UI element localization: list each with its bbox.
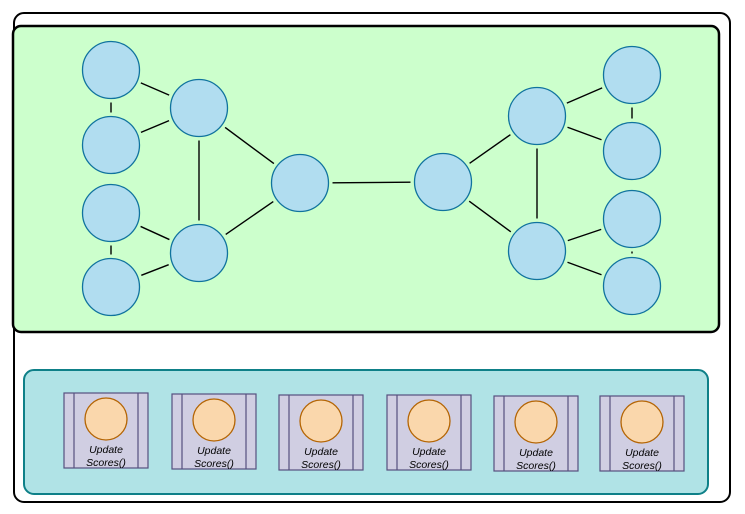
process-orb bbox=[192, 398, 236, 442]
graph-edge bbox=[566, 87, 603, 104]
graph-node bbox=[602, 189, 662, 249]
process-label-line1: Update bbox=[519, 447, 553, 459]
task-blocks: UpdateScores()UpdateScores()UpdateScores… bbox=[63, 392, 685, 472]
process-label-line1: Update bbox=[412, 446, 446, 458]
graph-edge bbox=[567, 126, 602, 141]
graph-edge bbox=[141, 264, 169, 276]
graph-edge bbox=[225, 200, 274, 236]
graph-node bbox=[81, 40, 141, 100]
process-label-line1: Update bbox=[197, 445, 231, 457]
process-label-line2: Scores() bbox=[516, 460, 556, 472]
process-orb bbox=[407, 399, 451, 443]
process-orb bbox=[514, 400, 558, 444]
process-label-line1: Update bbox=[625, 447, 659, 459]
graph-node bbox=[602, 45, 662, 105]
graph-node bbox=[602, 256, 662, 316]
graph-edge bbox=[468, 200, 512, 233]
graph-edge bbox=[140, 82, 170, 96]
graph-edge bbox=[332, 181, 411, 184]
process-orb bbox=[620, 400, 664, 444]
graph-edge bbox=[140, 119, 170, 134]
graph-edge bbox=[224, 126, 275, 165]
graph-nodes bbox=[81, 40, 662, 317]
graph-node bbox=[413, 152, 473, 212]
graph-edge bbox=[567, 228, 602, 242]
graph-node bbox=[81, 183, 141, 243]
graph-node bbox=[169, 78, 229, 138]
graph-edge bbox=[567, 261, 602, 276]
process-label-line1: Update bbox=[89, 444, 123, 456]
graph-node bbox=[169, 223, 229, 283]
process-orb bbox=[299, 399, 343, 443]
process-label-line2: Scores() bbox=[194, 458, 234, 470]
graph-node bbox=[81, 115, 141, 175]
process-label-line2: Scores() bbox=[301, 459, 341, 471]
graph-node bbox=[602, 121, 662, 181]
process-label-line1: Update bbox=[304, 446, 338, 458]
graph-node bbox=[81, 257, 141, 317]
graph-node bbox=[270, 153, 330, 213]
graph-edges bbox=[110, 82, 633, 276]
graph-edge bbox=[469, 134, 511, 164]
process-orb bbox=[84, 397, 128, 441]
process-label-line2: Scores() bbox=[86, 457, 126, 469]
graph-node bbox=[507, 86, 567, 146]
graph-edge bbox=[140, 225, 170, 241]
process-label-line2: Scores() bbox=[622, 460, 662, 472]
process-label-line2: Scores() bbox=[409, 459, 449, 471]
graph-node bbox=[507, 221, 567, 281]
